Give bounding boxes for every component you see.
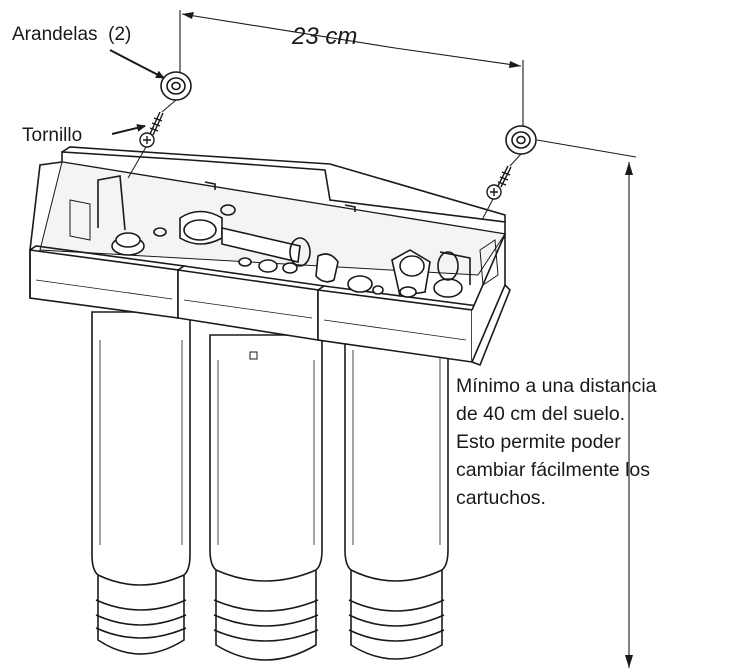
- width-dimension-arrows: [182, 12, 521, 68]
- cartridge-center: [209, 334, 323, 661]
- note-line: de 40 cm del suelo.: [456, 403, 626, 425]
- cartridge-right: [344, 329, 449, 660]
- note-line: Esto permite poder: [456, 431, 621, 453]
- filter-head-housing: [29, 146, 511, 367]
- note-line: cartuchos.: [456, 487, 546, 509]
- height-dimension-line: [536, 139, 637, 668]
- filter-cartridges: [91, 311, 449, 661]
- washer-left: [160, 71, 192, 101]
- screw-right: [486, 165, 512, 200]
- leader-arrow-washers: [109, 49, 165, 79]
- note-line: cambiar fácilmente los: [456, 459, 650, 481]
- washers-label: Arandelas (2): [12, 24, 131, 45]
- screw-label: Tornillo: [22, 125, 82, 146]
- width-dimension-label: 23 cm: [291, 23, 357, 50]
- note-line: Mínimo a una distancia: [456, 375, 657, 397]
- mounting-axis-lines: [127, 99, 522, 221]
- height-dimension-arrows: [625, 162, 633, 668]
- washer-right: [505, 125, 537, 155]
- cartridge-left: [91, 311, 191, 655]
- leader-arrow-screw: [111, 123, 146, 135]
- width-dimension-lines: [179, 10, 524, 126]
- installation-height-note: Mínimo a una distancia de 40 cm del suel…: [456, 372, 734, 512]
- screw-left: [139, 111, 164, 148]
